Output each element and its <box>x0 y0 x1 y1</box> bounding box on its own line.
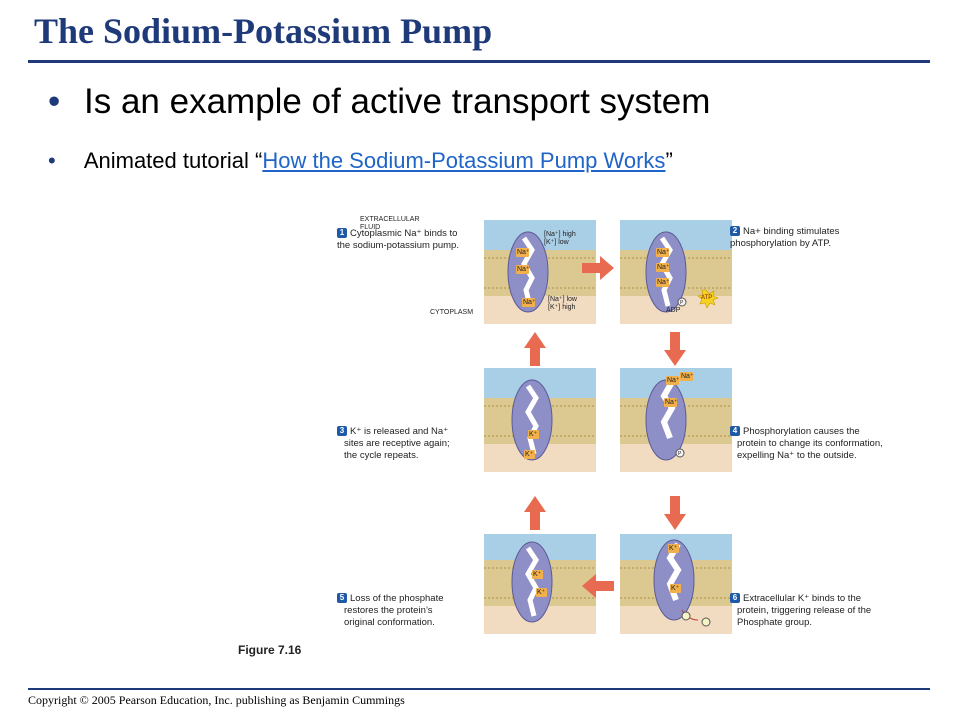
step-line: Loss of the phosphate <box>350 593 444 604</box>
step-number-badge: 6 <box>730 593 740 603</box>
k-ion-label: K⁺ <box>537 589 546 596</box>
title-divider <box>28 60 930 63</box>
step-line: Phosphorylation causes the <box>743 426 860 437</box>
arrow-down <box>664 496 686 530</box>
panel-2-illustration <box>620 220 732 324</box>
copyright-notice: Copyright © 2005 Pearson Education, Inc.… <box>28 693 405 707</box>
panel-6-illustration <box>620 534 732 634</box>
panel-step-2: Na⁺ Na⁺ Na⁺ P ATP ADP <box>620 220 732 324</box>
panel-4-illustration <box>620 368 732 472</box>
k-ion-label: K⁺ <box>533 571 542 578</box>
k-high-label: [K⁺] high <box>548 304 576 311</box>
arrow-left <box>582 574 614 598</box>
step-number-badge: 3 <box>337 426 347 436</box>
adp-label: ADP <box>666 307 681 314</box>
phosphate-label: P <box>680 300 684 306</box>
fluid-label: FLUID <box>360 224 381 231</box>
step-line: Extracellular K⁺ binds to the <box>743 593 862 604</box>
arrow-up <box>524 496 546 530</box>
arrow-right <box>582 256 614 280</box>
atp-label: ATP <box>701 295 713 301</box>
step-line: sites are receptive again; <box>344 438 450 449</box>
k-low-label: [K⁺] low <box>544 239 569 246</box>
arrow-up <box>524 332 546 366</box>
step-line: expelling Na⁺ to the outside. <box>737 450 857 461</box>
na-ion-label: Na⁺ <box>657 249 670 256</box>
panel-step-1: Na⁺ Na⁺ Na⁺ [Na⁺] high [K⁺] low [Na⁺] lo… <box>484 220 596 324</box>
step-line: protein to change its conformation, <box>737 438 883 449</box>
panel-step-6: K⁺ K⁺ <box>620 534 732 638</box>
bullet-active-transport: • Is an example of active transport syst… <box>48 82 710 122</box>
na-high-label: [Na⁺] high <box>544 231 576 238</box>
step-line: original conformation. <box>344 617 435 628</box>
step-line: protein, triggering release of the <box>737 605 872 616</box>
tutorial-link[interactable]: How the Sodium-Potassium Pump Works <box>262 148 666 173</box>
extracellular-label: EXTRACELLULAR <box>360 216 420 223</box>
na-ion-label: Na⁺ <box>523 299 536 306</box>
na-ion-label: Na⁺ <box>681 373 694 380</box>
step-line: the cycle repeats. <box>344 450 419 461</box>
cytoplasm-label: CYTOPLASM <box>430 309 474 316</box>
na-ion-label: Na⁺ <box>517 266 530 273</box>
step-line: Na+ binding stimulates <box>743 226 840 237</box>
step-number-badge: 1 <box>337 228 347 238</box>
step-line: the sodium-potassium pump. <box>337 240 459 251</box>
step-line: Cytoplasmic Na⁺ binds to <box>350 228 458 239</box>
step-number-badge: 4 <box>730 426 740 436</box>
slide-title: The Sodium-Potassium Pump <box>34 11 493 51</box>
na-ion-label: Na⁺ <box>517 249 530 256</box>
na-ion-label: Na⁺ <box>657 264 670 271</box>
step-line: restores the protein’s <box>344 605 433 616</box>
k-ion-label: K⁺ <box>525 451 534 458</box>
step-number-badge: 2 <box>730 226 740 236</box>
panel-step-3: K⁺ K⁺ <box>484 368 596 472</box>
na-ion-label: Na⁺ <box>657 279 670 286</box>
phosphate-label: P <box>678 451 682 457</box>
step-line: phosphorylation by ATP. <box>730 238 832 249</box>
step-line: K⁺ is released and Na⁺ <box>350 426 449 437</box>
arrow-down <box>664 332 686 366</box>
footer-divider <box>28 688 930 690</box>
step-line: Phosphate group. <box>737 617 813 628</box>
bullet-text: Is an example of active transport system <box>84 82 711 121</box>
na-ion-label: Na⁺ <box>667 377 680 384</box>
bullet-suffix: ” <box>665 148 673 173</box>
bullet-dot: • <box>48 148 56 173</box>
step-number-badge: 5 <box>337 593 347 603</box>
bullet-dot: • <box>48 82 61 121</box>
k-ion-label: K⁺ <box>671 585 680 592</box>
bullet-tutorial: • Animated tutorial “How the Sodium-Pota… <box>48 148 673 174</box>
k-ion-label: K⁺ <box>669 545 678 552</box>
panel-5-illustration <box>484 534 596 634</box>
panel-3-illustration <box>484 368 596 472</box>
panel-step-4: Na⁺ Na⁺ Na⁺ P <box>620 368 732 472</box>
na-low-label: [Na⁺] low <box>548 296 577 303</box>
panel-1-illustration <box>484 220 596 324</box>
panel-step-5: K⁺ K⁺ <box>484 534 596 638</box>
k-ion-label: K⁺ <box>529 431 538 438</box>
na-ion-label: Na⁺ <box>665 399 678 406</box>
figure-label: Figure 7.16 <box>238 643 302 657</box>
bullet-prefix: Animated tutorial “ <box>83 148 263 173</box>
